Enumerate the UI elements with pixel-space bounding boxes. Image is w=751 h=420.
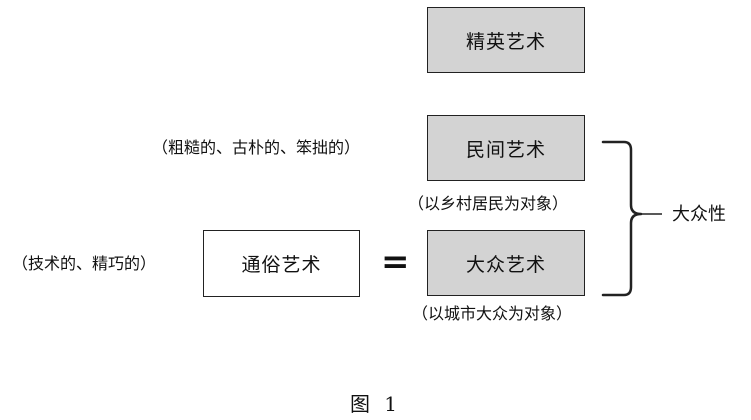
popular-art-description: （技术的、精巧的） xyxy=(12,254,157,273)
elite-art-label: 精英艺术 xyxy=(465,30,546,53)
equals-sign: = xyxy=(381,242,410,282)
folk-art-label: 民间艺术 xyxy=(465,138,546,161)
figure-caption: 图 1 xyxy=(349,392,402,416)
elite-art-box: 精英艺术 xyxy=(427,7,585,73)
folk-art-audience-note: （以乡村居民为对象） xyxy=(408,194,569,213)
mass-art-label: 大众艺术 xyxy=(465,253,546,276)
popular-art-label: 通俗艺术 xyxy=(241,254,322,276)
popularity-label: 大众性 xyxy=(672,204,726,225)
folk-art-description: （粗糙的、古朴的、笨拙的） xyxy=(152,138,361,157)
popular-art-box: 通俗艺术 xyxy=(203,230,360,297)
mass-art-audience-note: （以城市大众为对象） xyxy=(412,304,573,323)
mass-art-box: 大众艺术 xyxy=(427,230,585,296)
folk-art-box: 民间艺术 xyxy=(427,115,585,181)
